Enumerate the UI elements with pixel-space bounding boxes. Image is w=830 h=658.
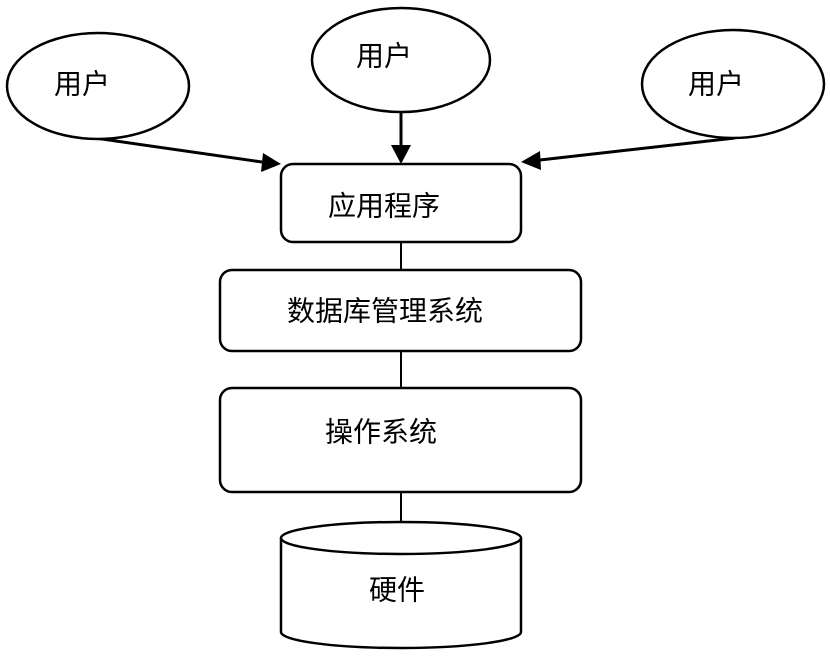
hardware-label: 硬件: [369, 574, 425, 607]
application-label: 应用程序: [328, 190, 440, 223]
user-node-center: 用户: [310, 6, 492, 114]
user-arrow-right: [521, 136, 736, 170]
user-arrow-left: [94, 136, 281, 172]
os-label: 操作系统: [325, 416, 437, 449]
user-label: 用户: [356, 40, 412, 73]
dbms-label: 数据库管理系统: [287, 295, 483, 328]
user-node-right: 用户: [640, 28, 826, 140]
user-label: 用户: [688, 68, 744, 101]
dbms-box: 数据库管理系统: [218, 268, 583, 353]
hardware-cylinder: 硬件: [279, 520, 523, 650]
user-label: 用户: [54, 68, 110, 101]
user-node-left: 用户: [5, 31, 191, 141]
application-box: 应用程序: [279, 162, 523, 244]
os-box: 操作系统: [218, 386, 583, 494]
user-arrow-center: [391, 112, 411, 164]
